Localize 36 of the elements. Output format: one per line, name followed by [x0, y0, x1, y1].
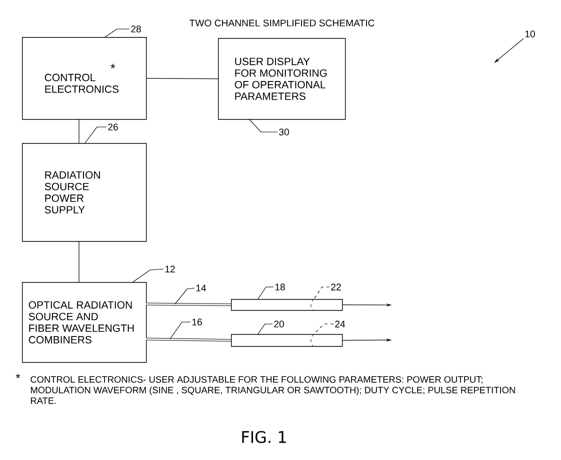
leader-line — [174, 288, 195, 304]
callout-number: 26 — [108, 124, 118, 130]
callout-number: 14 — [196, 284, 206, 292]
title: TWO CHANNEL SIMPLIFIED SCHEMATIC — [190, 20, 374, 26]
callout-number: 30 — [279, 128, 289, 136]
connector-line — [146, 78, 218, 80]
fiber-line — [146, 338, 232, 342]
control-box: * CONTROL ELECTRONICS — [22, 37, 147, 120]
connector-line — [78, 118, 80, 144]
callout-number: 10 — [525, 30, 535, 38]
leader-line — [84, 126, 107, 144]
leader-line — [104, 28, 130, 38]
leader-line — [314, 286, 330, 300]
leader-line — [132, 268, 164, 282]
leader-line — [170, 322, 191, 340]
footnote-mark: * — [16, 374, 20, 378]
callout-number: 22 — [331, 284, 341, 290]
leader-line — [258, 286, 274, 300]
callout-number: 24 — [335, 320, 346, 328]
leader-line — [314, 324, 334, 334]
fiber-line — [146, 302, 232, 306]
leader-line — [248, 118, 278, 132]
callout-number: 18 — [275, 284, 285, 290]
callout-number: 12 — [165, 266, 175, 272]
caption: FIG. 1 — [242, 430, 286, 444]
fiber-rod — [231, 298, 343, 311]
footnote: CONTROL ELECTRONICS- USER ADJUSTABLE FOR THE FOLLOWING PARAMETERS: POWER OUTPUT; MODULATION WAVEFORM (SINE , SQUARE, TRIANGULAR OR SAWTOOTH); DUTY CYCLE; PULSE REPETITION RATE. — [30, 376, 515, 404]
leader-line — [258, 324, 273, 334]
source-box: OPTICAL RADIATION SOURCE AND FIBER WAVELENGTH COMBINERS — [22, 282, 147, 363]
fiber-rod — [231, 334, 343, 347]
display-box: USER DISPLAY FOR MONITORING OF OPERATIONAL PARAMETERS — [218, 38, 346, 120]
callout-number: 16 — [192, 318, 202, 326]
power-supply-box: RADIATION SOURCE POWER SUPPLY — [22, 143, 147, 242]
callout-number: 28 — [131, 26, 141, 32]
connector-line — [78, 240, 80, 282]
callout-number: 20 — [274, 320, 284, 328]
